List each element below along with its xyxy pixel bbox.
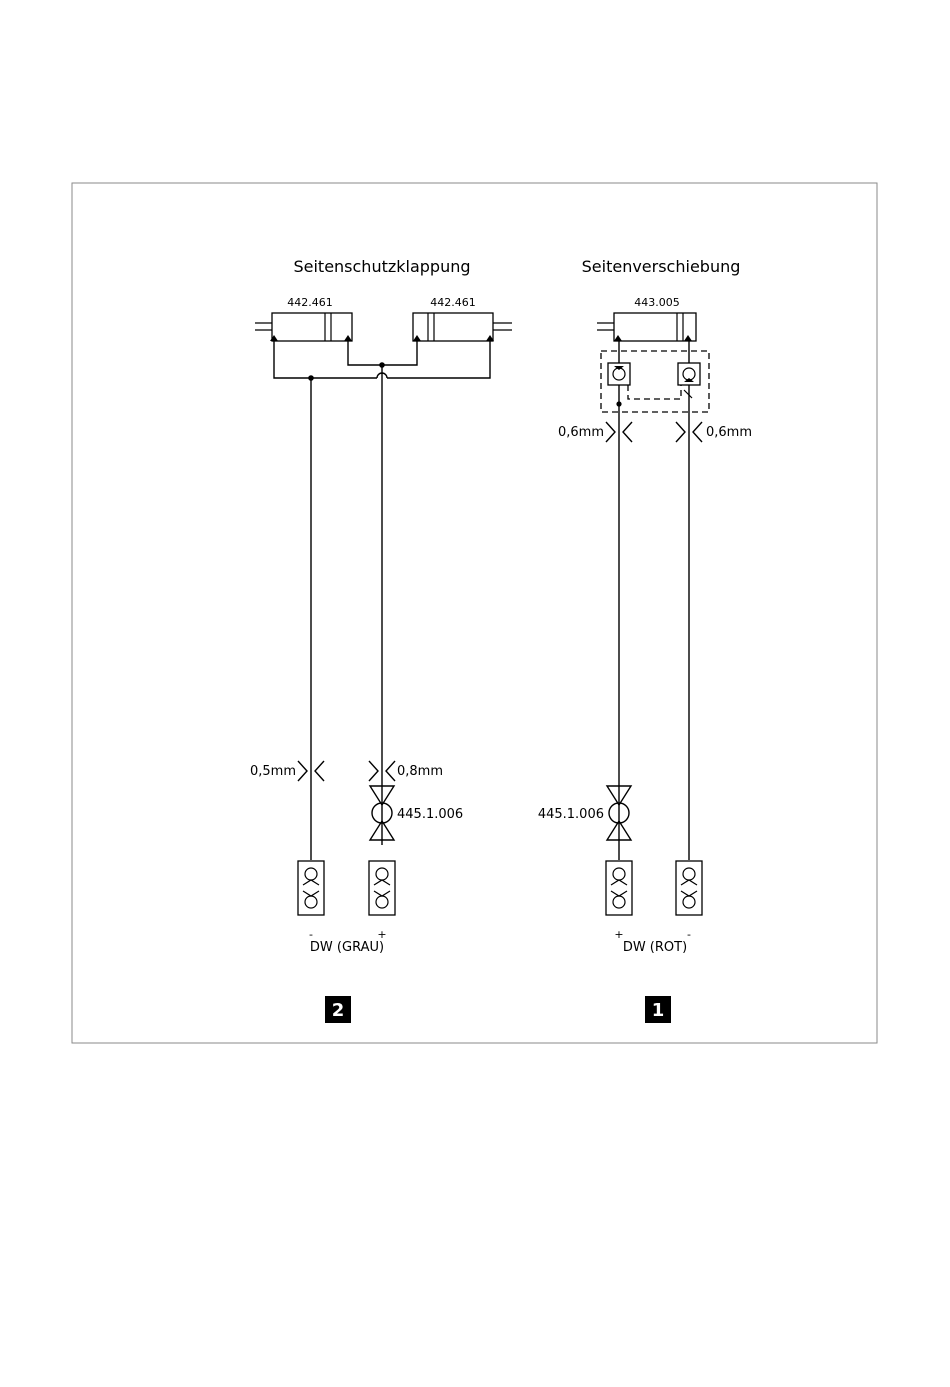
right-throttle-b-label: 0,6mm: [706, 425, 752, 440]
right-coupling-caption: DW (ROT): [623, 940, 687, 955]
right-badge-number: 1: [652, 1000, 665, 1021]
left-throttle-b-label: 0,8mm: [397, 764, 443, 779]
right-valve-label: 445.1.006: [538, 807, 604, 822]
right-circuit: Seitenverschiebung 443.005: [538, 257, 752, 1023]
right-title: Seitenverschiebung: [582, 257, 741, 276]
left-coupling-caption: DW (GRAU): [310, 940, 384, 955]
right-coupling-b-sign: -: [687, 928, 691, 941]
right-coupling-b: [676, 861, 702, 915]
right-cylinder: [597, 313, 696, 341]
left-cylinder-a: [255, 313, 352, 341]
right-cylinder-label: 443.005: [634, 296, 680, 309]
right-throttle-a-label: 0,6mm: [558, 425, 604, 440]
left-title: Seitenschutzklappung: [293, 257, 470, 276]
left-cylinder-b: [413, 313, 512, 341]
left-throttle-a-label: 0,5mm: [250, 764, 296, 779]
left-valve-label: 445.1.006: [397, 807, 463, 822]
diagram-frame: [72, 183, 877, 1043]
left-cylinder-b-label: 442.461: [430, 296, 476, 309]
right-lock-valve-block: [601, 341, 709, 412]
left-coupling-a: [298, 861, 324, 915]
right-coupling-a: [606, 861, 632, 915]
left-circuit: Seitenschutzklappung 442.461 442.461: [250, 257, 512, 1023]
left-badge-number: 2: [332, 1000, 345, 1021]
left-cylinder-a-label: 442.461: [287, 296, 333, 309]
left-coupling-b: [369, 861, 395, 915]
